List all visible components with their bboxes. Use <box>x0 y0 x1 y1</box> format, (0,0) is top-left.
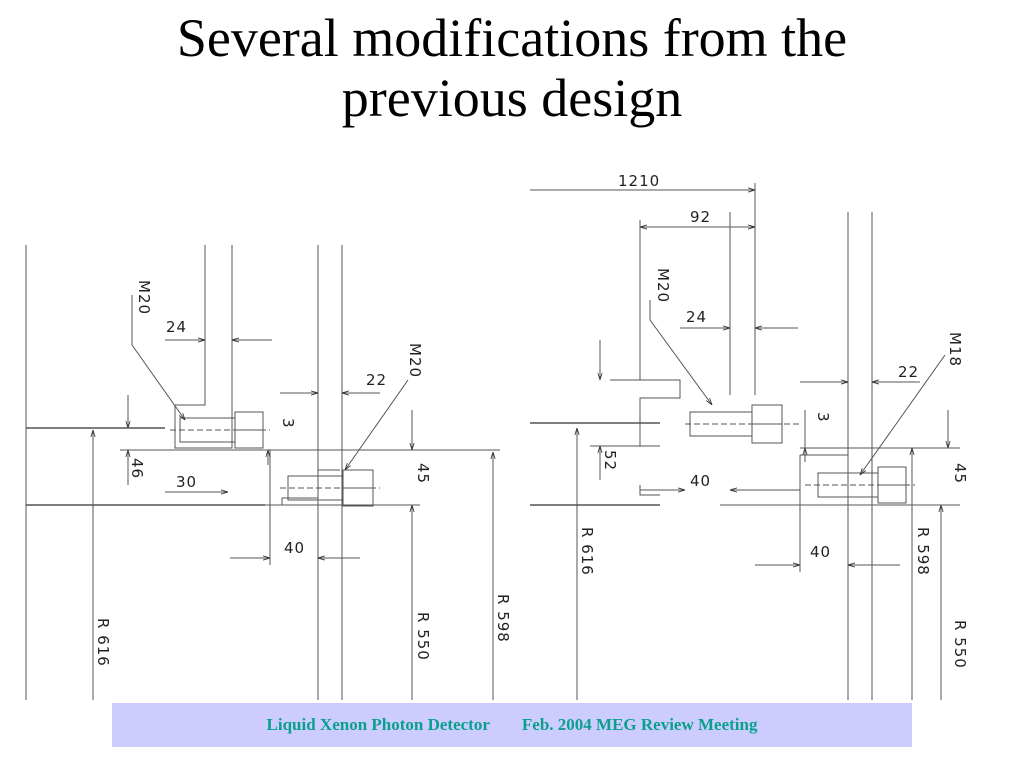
right-label-40-lower: 40 <box>810 543 831 561</box>
right-label-22: 22 <box>898 363 919 381</box>
left-label-r550: R 550 <box>414 612 432 661</box>
left-label-24: 24 <box>166 318 187 336</box>
slide-title: Several modifications from the previous … <box>0 8 1024 128</box>
right-label-40-upper: 40 <box>690 472 711 490</box>
right-label-m18: M18 <box>946 332 964 367</box>
right-label-r598: R 598 <box>914 527 932 576</box>
right-drawing <box>530 183 960 700</box>
left-label-40: 40 <box>284 539 305 557</box>
right-label-m20: M20 <box>654 268 672 303</box>
footer-banner: Liquid Xenon Photon Detector Feb. 2004 M… <box>112 703 912 747</box>
title-line-1: Several modifications from the <box>176 8 848 68</box>
right-label-52: 52 <box>601 450 619 471</box>
left-drawing <box>25 245 500 700</box>
left-label-46: 46 <box>128 458 146 479</box>
left-label-r598: R 598 <box>494 594 512 643</box>
left-label-22: 22 <box>366 371 387 389</box>
right-label-3: 3 <box>814 412 832 423</box>
left-label-m20-a: M20 <box>135 280 153 315</box>
right-label-r550: R 550 <box>951 620 969 669</box>
left-label-30: 30 <box>176 473 197 491</box>
footer-right-text: Feb. 2004 MEG Review Meeting <box>521 715 758 734</box>
footer-left-text: Liquid Xenon Photon Detector <box>266 715 490 734</box>
right-label-r616: R 616 <box>578 527 596 576</box>
left-label-45: 45 <box>414 463 432 484</box>
left-label-3: 3 <box>279 418 297 429</box>
right-label-1210: 1210 <box>618 172 660 190</box>
right-label-24: 24 <box>686 308 707 326</box>
right-label-45: 45 <box>951 463 969 484</box>
right-drawing-labels: 1210 92 M20 24 M18 22 3 52 40 45 40 R 61… <box>578 172 969 669</box>
left-label-r616: R 616 <box>94 618 112 667</box>
right-label-92: 92 <box>690 208 711 226</box>
left-drawing-labels: M20 24 M20 22 3 46 30 45 40 R 616 R 550 … <box>94 280 512 667</box>
left-label-m20-b: M20 <box>406 343 424 378</box>
title-line-2: previous design <box>341 68 683 128</box>
